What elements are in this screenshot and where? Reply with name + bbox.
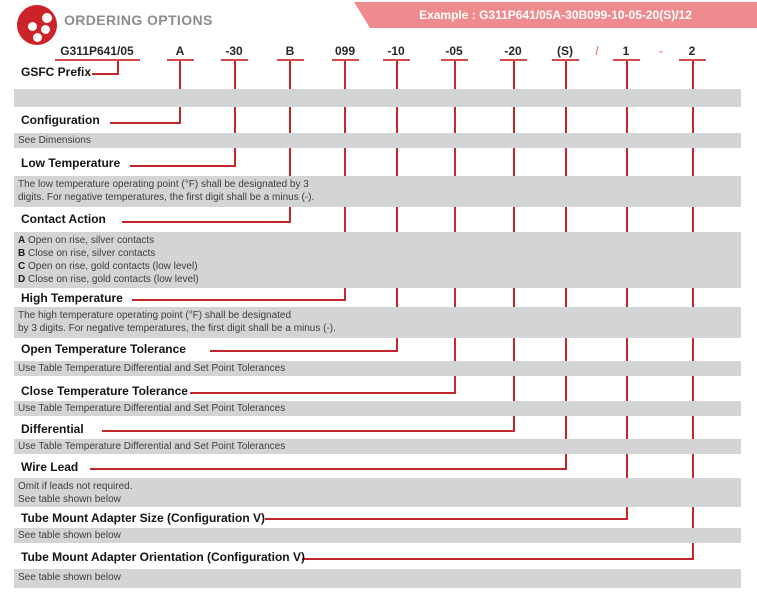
section-title-open-tolerance: Open Temperature Tolerance [21, 342, 186, 356]
segment-underline [332, 59, 359, 61]
segment-underline [55, 59, 140, 61]
part-segment-wire-lead: (S) [557, 44, 573, 58]
connector-horizontal-differential [102, 430, 515, 432]
part-segment-differential: -20 [504, 44, 522, 58]
section-title-gsfc-prefix: GSFC Prefix [21, 65, 92, 79]
section-title-low-temperature: Low Temperature [21, 156, 121, 170]
segment-underline [613, 59, 640, 61]
part-segment-adapter-size: 1 [622, 44, 630, 58]
segment-underline [167, 59, 194, 61]
description-line: Use Table Temperature Differential and S… [18, 403, 286, 414]
segment-underline [221, 59, 248, 61]
description-line: See table shown below [18, 494, 121, 505]
logo-dot [42, 13, 52, 23]
connector-vertical-prefix [117, 61, 119, 75]
part-segment-close-tolerance: -05 [445, 44, 463, 58]
page-title: ORDERING OPTIONS [64, 12, 213, 28]
description-line: A Open on rise, silver contacts [18, 235, 155, 246]
connector-horizontal-wire-lead [90, 468, 567, 470]
logo-dot [33, 33, 42, 42]
connector-horizontal-high-temperature [132, 299, 346, 301]
connector-horizontal-low-temperature [130, 165, 236, 167]
part-segment-open-tolerance: -10 [387, 44, 405, 58]
description-line: Use Table Temperature Differential and S… [18, 363, 286, 374]
section-title-high-temperature: High Temperature [21, 291, 123, 305]
segment-underline [500, 59, 527, 61]
segment-underline [552, 59, 579, 61]
connector-vertical-low-temperature [234, 61, 236, 167]
section-title-adapter-size: Tube Mount Adapter Size (Configuration V… [21, 511, 265, 525]
part-segment-high-temperature: 099 [334, 44, 356, 58]
connector-vertical-close-tolerance [454, 61, 456, 394]
part-separator-dash: - [659, 44, 663, 58]
section-title-wire-lead: Wire Lead [21, 460, 79, 474]
section-title-contact-action: Contact Action [21, 212, 106, 226]
connector-vertical-adapter-size [626, 61, 628, 520]
description-bar-configuration: See Dimensions [14, 133, 741, 148]
section-title-close-tolerance: Close Temperature Tolerance [21, 384, 188, 398]
description-bar-contact-action: A Open on rise, silver contacts B Close … [14, 232, 741, 288]
description-bar-adapter-orientation: See table shown below [14, 569, 741, 588]
section-title-adapter-orientation: Tube Mount Adapter Orientation (Configur… [21, 550, 305, 564]
part-segment-contact-action: B [285, 44, 295, 58]
connector-horizontal-close-tolerance [190, 392, 456, 394]
description-line: Use Table Temperature Differential and S… [18, 441, 286, 452]
description-line: The high temperature operating point (°F… [18, 310, 292, 321]
description-line: The low temperature operating point (°F)… [18, 179, 309, 190]
segment-underline [383, 59, 410, 61]
section-title-configuration: Configuration [21, 113, 100, 127]
description-bar-gsfc-prefix [14, 89, 741, 107]
description-line: Omit if leads not required. [18, 481, 133, 492]
part-segment-low-temperature: -30 [225, 44, 243, 58]
part-segment-prefix: G311P641/05 [60, 44, 134, 58]
part-segment-configuration: A [175, 44, 185, 58]
connector-horizontal-adapter-size [265, 518, 628, 520]
description-line: C Open on rise, gold contacts (low level… [18, 261, 198, 272]
example-banner: Example : G311P641/05A-30B099-10-05-20(S… [354, 2, 757, 28]
segment-underline [679, 59, 706, 61]
description-bar-differential: Use Table Temperature Differential and S… [14, 439, 741, 454]
description-line: by 3 digits. For negative temperatures, … [18, 323, 336, 334]
description-bar-high-temperature: The high temperature operating point (°F… [14, 307, 741, 338]
connector-horizontal-contact-action [122, 221, 291, 223]
description-line: See table shown below [18, 572, 121, 583]
segment-underline [441, 59, 468, 61]
connector-horizontal-prefix [92, 73, 119, 75]
description-bar-low-temperature: The low temperature operating point (°F)… [14, 176, 741, 207]
description-line: B Close on rise, silver contacts [18, 248, 156, 259]
logo-dot [28, 22, 37, 31]
description-bar-open-tolerance: Use Table Temperature Differential and S… [14, 361, 741, 376]
description-line: D Close on rise, gold contacts (low leve… [18, 274, 199, 285]
connector-horizontal-open-tolerance [210, 350, 398, 352]
description-bar-wire-lead: Omit if leads not required. See table sh… [14, 478, 741, 507]
logo-dot [41, 25, 50, 34]
part-separator-slash: / [595, 44, 599, 58]
description-bar-close-tolerance: Use Table Temperature Differential and S… [14, 401, 741, 416]
description-line: See table shown below [18, 530, 121, 541]
section-title-differential: Differential [21, 422, 84, 436]
connector-horizontal-adapter-orientation [302, 558, 694, 560]
connector-horizontal-configuration [110, 122, 181, 124]
description-bar-adapter-size: See table shown below [14, 528, 741, 543]
brand-logo-icon [17, 5, 57, 45]
description-line: See Dimensions [18, 135, 91, 146]
part-segment-adapter-orientation: 2 [688, 44, 696, 58]
segment-underline [277, 59, 304, 61]
description-line: digits. For negative temperatures, the f… [18, 192, 315, 203]
